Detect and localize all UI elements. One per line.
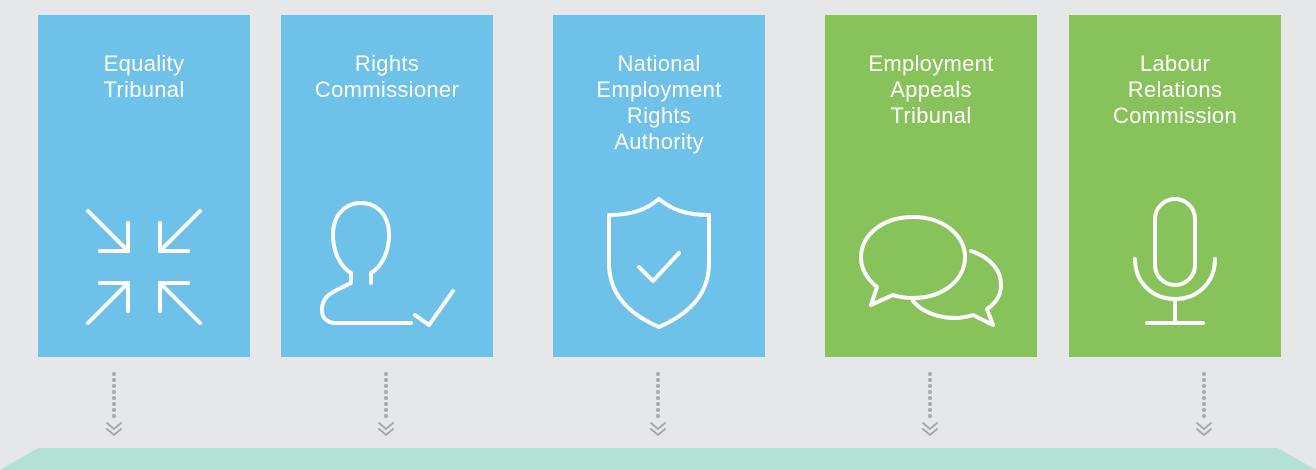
shield-check-icon <box>553 193 765 338</box>
connector-arrow <box>922 372 938 436</box>
base-platform <box>0 448 1316 470</box>
connector-arrow <box>1196 372 1212 436</box>
compress-arrows-icon <box>38 197 250 342</box>
microphone-icon <box>1069 195 1281 334</box>
labour-relations-commission-box: Labour Relations Commission <box>1069 15 1281 357</box>
speech-bubbles-icon <box>825 207 1037 336</box>
rights-commissioner-box: Rights Commissioner <box>281 15 493 357</box>
national-employment-rights-authority-box: National Employment Rights Authority <box>553 15 765 357</box>
box-title: National Employment Rights Authority <box>596 51 722 154</box>
connector-arrow <box>650 372 666 436</box>
box-title: Rights Commissioner <box>314 51 460 102</box>
employment-appeals-tribunal-box: Employment Appeals Tribunal <box>825 15 1037 357</box>
connector-arrow <box>378 372 394 436</box>
box-title: Employment Appeals Tribunal <box>868 51 994 128</box>
equality-tribunal-box: Equality Tribunal <box>38 15 250 357</box>
box-title: Equality Tribunal <box>103 51 185 102</box>
user-check-icon <box>281 197 493 338</box>
box-title: Labour Relations Commission <box>1112 51 1238 128</box>
connector-arrow <box>106 372 122 436</box>
